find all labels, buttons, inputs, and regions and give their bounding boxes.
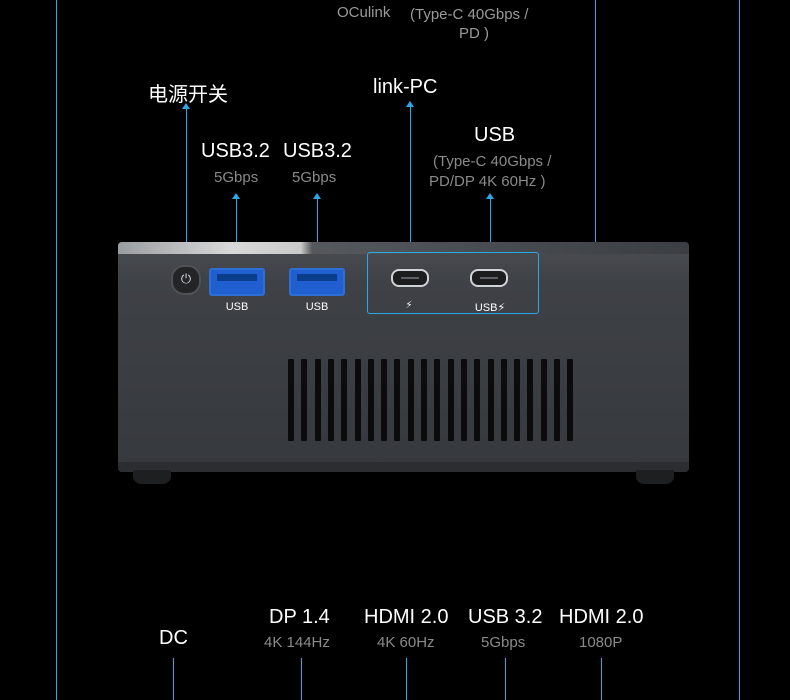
- usb-a-port-2: [289, 268, 345, 296]
- dc-line: [173, 658, 174, 700]
- dp-line: [301, 658, 302, 700]
- vent-slot: [460, 359, 467, 441]
- usb-typec-port: [470, 269, 508, 287]
- power-button[interactable]: ⏻: [171, 265, 201, 295]
- vent-slot: [394, 359, 401, 441]
- vent-slot: [301, 359, 308, 441]
- usb-typec-tongue: [480, 277, 498, 279]
- dp-sub: 4K 144Hz: [264, 634, 330, 651]
- link-pc-line: [410, 106, 411, 270]
- vent-slot: [500, 359, 507, 441]
- frame-left-line: [56, 0, 57, 700]
- power-icon: ⏻: [180, 271, 192, 286]
- power-line: [186, 108, 187, 264]
- vent-slot: [540, 359, 547, 441]
- power-switch-label: 电源开关: [148, 84, 228, 106]
- hdmi1-title: HDMI 2.0: [364, 606, 449, 628]
- power-arrow: [182, 103, 190, 109]
- vent-slot: [421, 359, 427, 441]
- vent-slot: [434, 359, 441, 441]
- usb32-sub: 5Gbps: [481, 634, 526, 651]
- usb-a-port-1: [209, 268, 265, 296]
- hdmi2-title: HDMI 2.0: [559, 606, 644, 628]
- link-pc-typec-tongue: [401, 277, 419, 279]
- vent-slot: [527, 359, 534, 441]
- usb-a-port-2-tongue: [297, 274, 337, 281]
- vent-slot: [327, 359, 334, 441]
- dc-title: DC: [159, 627, 188, 649]
- usb-c-arrow: [486, 193, 494, 199]
- vent-slot: [341, 359, 348, 441]
- link-pc-title: link-PC: [373, 76, 438, 98]
- hdmi2-sub: 1080P: [579, 634, 623, 651]
- device-bottom-edge: [118, 462, 689, 472]
- usb-a1-arrow: [232, 193, 240, 199]
- vent-slot: [447, 359, 454, 441]
- usb-a-port-1-label: USB: [225, 301, 249, 313]
- frame-right-line: [739, 0, 740, 700]
- vent-slot: [554, 359, 560, 441]
- vent-slot: [514, 359, 521, 441]
- mini-pc-device: ⏻ USB USB ⚡ USB⚡: [118, 242, 689, 472]
- usb32-line: [505, 658, 506, 700]
- vent-slot: [487, 359, 494, 441]
- link-pc-typec-port: [391, 269, 429, 287]
- vent-slot: [314, 359, 321, 441]
- usb-c-line1: (Type-C 40Gbps /: [433, 153, 552, 170]
- vent-slot: [367, 359, 374, 441]
- usb-typec-port-label: USB⚡: [474, 302, 506, 314]
- lightning-icon: ⚡: [405, 300, 413, 311]
- vent-slot: [567, 359, 574, 441]
- hdmi2-line: [601, 658, 602, 700]
- hdmi1-line: [406, 658, 407, 700]
- top-typec-line2: PD ): [459, 25, 489, 42]
- device-foot-right: [636, 470, 674, 484]
- device-foot-left: [133, 470, 171, 484]
- vent-slot: [354, 359, 361, 441]
- usb-c-line2: PD/DP 4K 60Hz ): [429, 173, 546, 190]
- usb-a2-arrow: [313, 193, 321, 199]
- usb-a1-line: [236, 198, 237, 264]
- vent-slot: [474, 359, 481, 441]
- usb-a2-line: [317, 198, 318, 264]
- usb-a-port-2-label: USB: [305, 301, 329, 313]
- hdmi1-sub: 4K 60Hz: [377, 634, 435, 651]
- typec-ports-highlight-box: [367, 252, 539, 314]
- vent-slot: [407, 359, 414, 441]
- vent-slot: [381, 359, 388, 441]
- usb-a1-speed: 5Gbps: [214, 169, 259, 186]
- usb32-title: USB 3.2: [468, 606, 543, 628]
- usb-a2-speed: 5Gbps: [292, 169, 337, 186]
- oculink-label: OCulink: [337, 4, 391, 21]
- usb-c-line: [490, 198, 491, 270]
- vent-slot: [288, 359, 294, 441]
- link-pc-arrow: [406, 101, 414, 107]
- top-typec-line1: (Type-C 40Gbps /: [410, 6, 529, 23]
- usb-a-port-1-tongue: [217, 274, 257, 281]
- usb-a1-title: USB3.2: [201, 140, 270, 162]
- dp-title: DP 1.4: [269, 606, 330, 628]
- usb-c-title: USB: [474, 124, 516, 146]
- usb-a2-title: USB3.2: [283, 140, 352, 162]
- oculink-connector-line: [595, 0, 596, 283]
- device-top-edge: [118, 242, 689, 254]
